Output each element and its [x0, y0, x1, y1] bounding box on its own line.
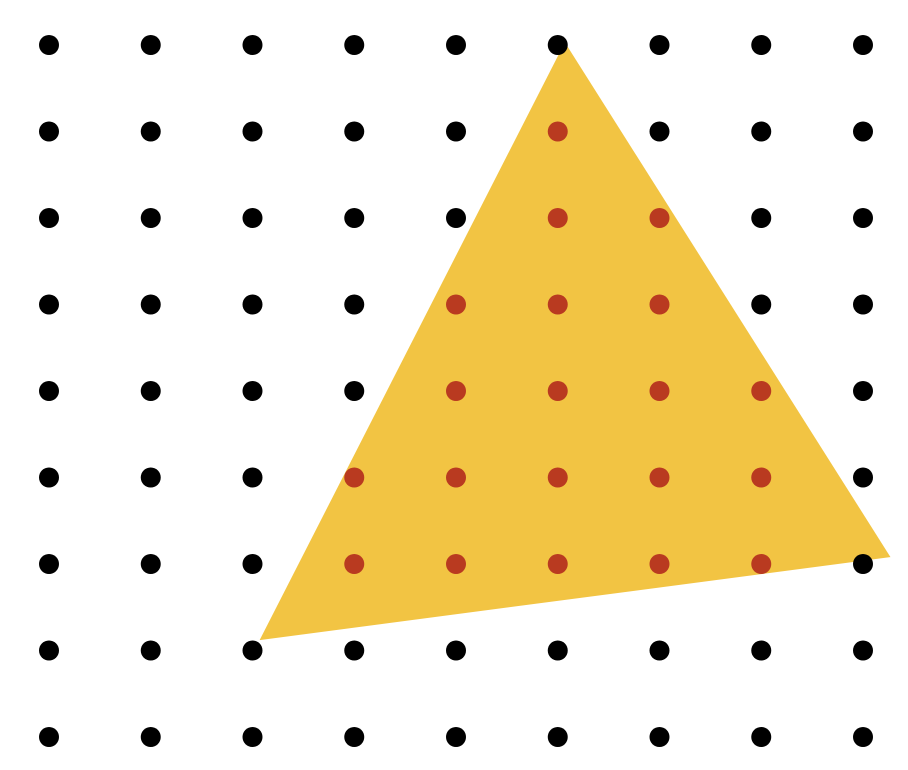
sample-point-outside — [39, 35, 59, 55]
sample-point-outside — [853, 35, 873, 55]
sample-point-outside — [140, 640, 161, 661]
sample-point-outside — [853, 294, 873, 315]
sample-point-outside — [853, 467, 873, 488]
triangle-shape — [259, 42, 891, 641]
sample-point-outside — [140, 554, 161, 574]
sample-point-outside — [853, 554, 873, 574]
sample-point-outside — [853, 727, 873, 747]
sample-point-inside — [344, 467, 365, 488]
sample-point-outside — [140, 381, 161, 401]
sample-point-outside — [853, 640, 873, 661]
sample-point-inside — [751, 381, 772, 401]
sample-point-inside — [547, 467, 568, 488]
sample-point-outside — [853, 121, 873, 142]
sample-point-outside — [140, 35, 161, 55]
sample-point-outside — [344, 294, 365, 315]
sample-point-outside — [39, 467, 59, 488]
sample-point-outside — [242, 381, 263, 401]
sample-point-inside — [547, 208, 568, 228]
sample-point-inside — [751, 554, 772, 574]
sample-point-inside — [649, 554, 670, 574]
sample-point-outside — [446, 35, 466, 55]
sample-point-outside — [751, 640, 772, 661]
sample-point-inside — [446, 467, 466, 488]
sample-point-outside — [140, 121, 161, 142]
sample-point-outside — [39, 554, 59, 574]
sample-point-outside — [446, 208, 466, 228]
sample-point-outside — [751, 294, 772, 315]
sample-point-outside — [547, 35, 568, 55]
sample-point-outside — [344, 727, 365, 747]
sample-point-outside — [344, 640, 365, 661]
sample-point-inside — [649, 381, 670, 401]
sample-point-inside — [547, 554, 568, 574]
sample-point-outside — [140, 208, 161, 228]
sample-point-outside — [344, 208, 365, 228]
sample-point-outside — [242, 121, 263, 142]
sample-point-outside — [853, 208, 873, 228]
sample-point-outside — [649, 727, 670, 747]
sample-point-grid — [39, 35, 873, 747]
sample-point-inside — [446, 294, 466, 315]
sample-point-outside — [446, 727, 466, 747]
sample-point-outside — [446, 121, 466, 142]
sample-point-outside — [853, 381, 873, 401]
sample-point-outside — [242, 467, 263, 488]
sample-point-outside — [751, 35, 772, 55]
sample-point-outside — [751, 727, 772, 747]
sample-point-inside — [751, 467, 772, 488]
sample-point-inside — [547, 121, 568, 142]
sample-point-outside — [649, 640, 670, 661]
sample-point-outside — [649, 121, 670, 142]
sample-point-outside — [39, 381, 59, 401]
sample-point-outside — [140, 294, 161, 315]
sample-point-outside — [39, 727, 59, 747]
sample-point-outside — [242, 640, 263, 661]
sample-point-outside — [344, 35, 365, 55]
sample-point-outside — [242, 294, 263, 315]
sample-point-outside — [242, 727, 263, 747]
sample-point-inside — [446, 554, 466, 574]
sample-point-outside — [140, 727, 161, 747]
sample-point-outside — [751, 208, 772, 228]
sample-point-inside — [649, 208, 670, 228]
sample-point-outside — [39, 640, 59, 661]
sample-point-outside — [39, 121, 59, 142]
sample-point-inside — [649, 467, 670, 488]
sample-point-inside — [547, 381, 568, 401]
sample-point-outside — [649, 35, 670, 55]
sample-point-outside — [344, 381, 365, 401]
sample-point-inside — [344, 554, 365, 574]
sample-point-outside — [446, 640, 466, 661]
sample-point-outside — [547, 727, 568, 747]
sample-point-outside — [547, 640, 568, 661]
sample-point-outside — [242, 208, 263, 228]
sample-point-outside — [39, 208, 59, 228]
sample-point-outside — [751, 121, 772, 142]
sample-point-inside — [446, 381, 466, 401]
sample-point-outside — [140, 467, 161, 488]
sample-point-inside — [547, 294, 568, 315]
sample-point-outside — [242, 35, 263, 55]
sample-point-outside — [242, 554, 263, 574]
sample-point-outside — [344, 121, 365, 142]
sample-point-inside — [649, 294, 670, 315]
sample-point-outside — [39, 294, 59, 315]
